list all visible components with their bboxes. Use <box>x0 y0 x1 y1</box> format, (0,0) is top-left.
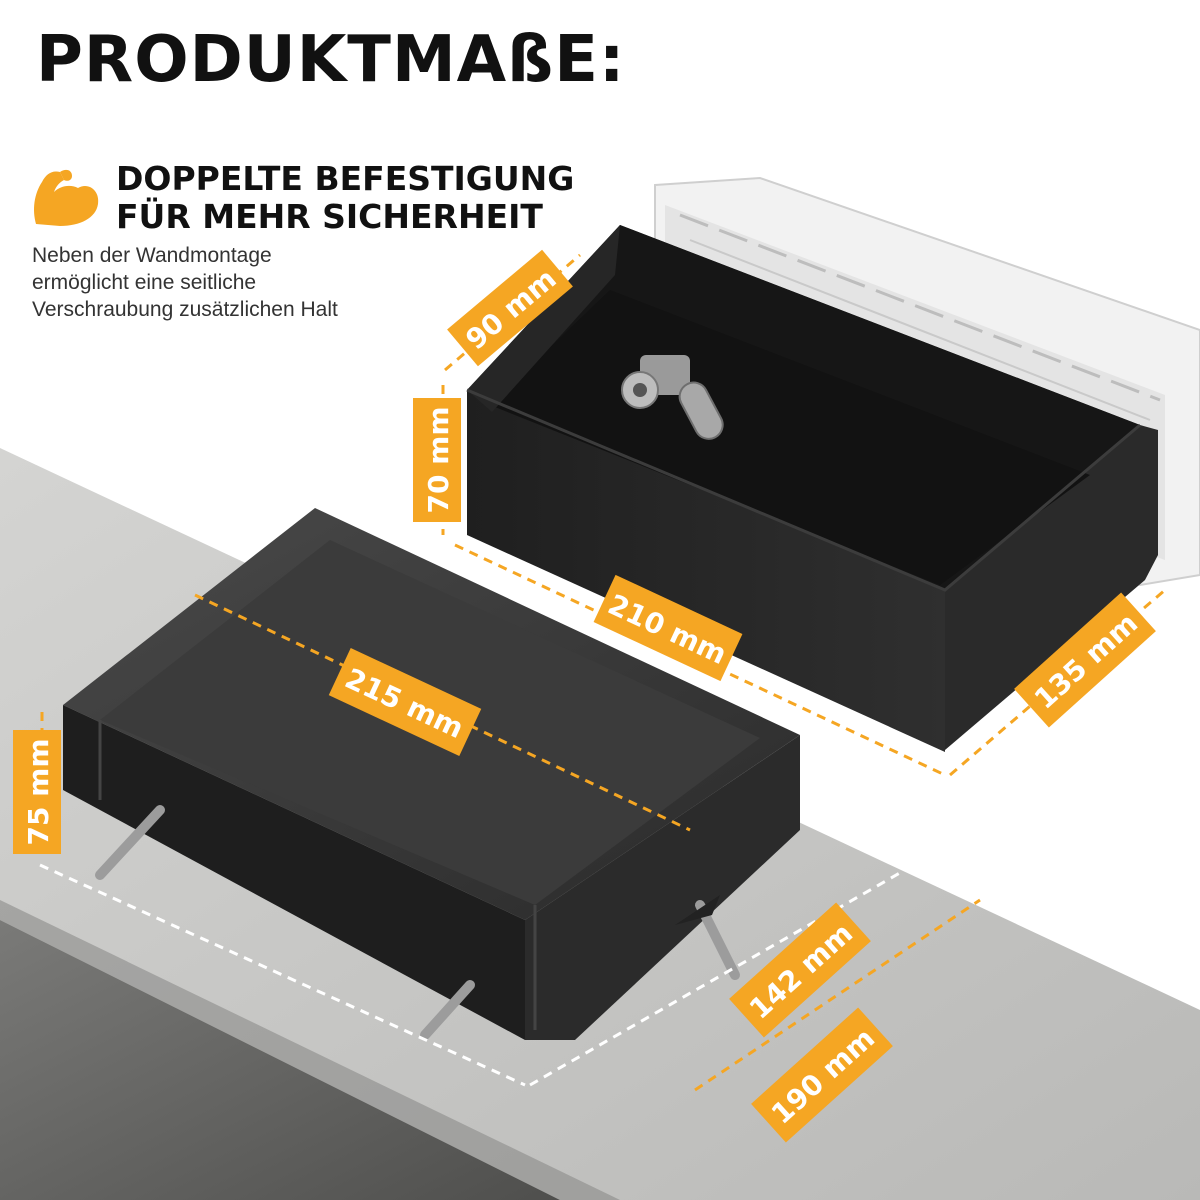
feature-text-line1: Neben der Wandmontage <box>32 244 272 267</box>
feature-heading: DOPPELTE BEFESTIGUNG FÜR MEHR SICHERHEIT <box>116 160 574 236</box>
dimension-lines-white <box>39 863 906 1087</box>
svg-text:75 mm: 75 mm <box>22 738 55 845</box>
flexed-arm-icon <box>34 169 99 226</box>
screw-icon <box>95 805 740 1040</box>
dim-75: 75 mm <box>13 730 61 854</box>
dim-70: 70 mm <box>413 398 461 522</box>
cam-lock-icon <box>621 355 724 440</box>
feature-text-line3: Verschraubung zusätzlichen Halt <box>32 298 338 321</box>
upper-box <box>466 225 1158 752</box>
feature-heading-line2: FÜR MEHR SICHERHEIT <box>116 197 543 236</box>
page-title: PRODUKTMAßE: <box>36 23 626 97</box>
feature-description: Neben der Wandmontage ermöglicht eine se… <box>32 242 432 323</box>
feature-text-line2: ermöglicht eine seitliche <box>32 271 257 294</box>
feature-heading-line1: DOPPELTE BEFESTIGUNG <box>116 159 575 198</box>
svg-text:70 mm: 70 mm <box>422 406 455 513</box>
